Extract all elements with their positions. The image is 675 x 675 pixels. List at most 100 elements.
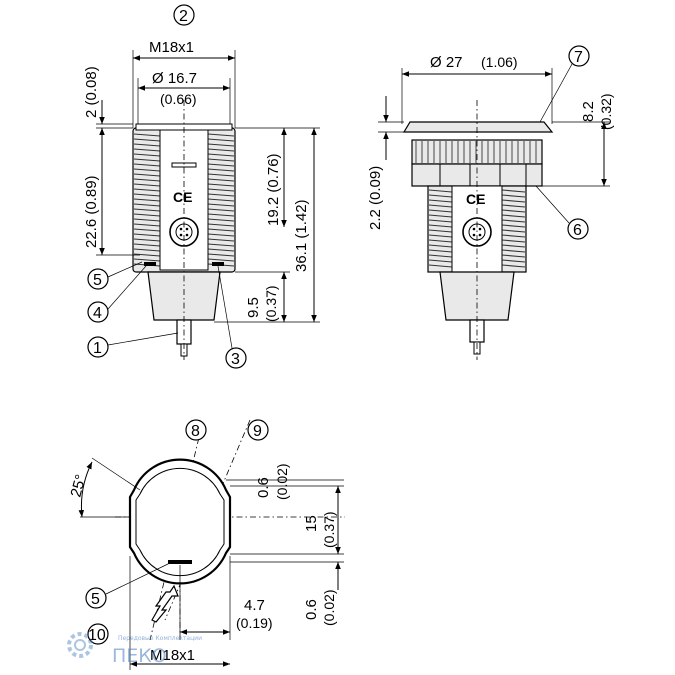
thread-line <box>207 248 235 252</box>
thread-line <box>501 254 526 258</box>
thread-line <box>207 158 235 162</box>
thread-line <box>501 219 526 223</box>
thread-line <box>428 219 453 223</box>
thread-line <box>207 198 235 202</box>
ce-mark-right: CE <box>466 191 485 207</box>
svg-text:9: 9 <box>253 423 262 440</box>
thread-line <box>207 233 235 237</box>
thread-line <box>207 193 235 197</box>
thread-line <box>207 178 235 182</box>
thread-line <box>133 258 161 262</box>
svg-text:4: 4 <box>93 305 102 322</box>
diameter-27-label: Ø 27 <box>430 54 463 71</box>
sensor-cap-view: CE <box>378 68 610 360</box>
thread-line <box>133 218 161 222</box>
thread-line <box>207 213 235 217</box>
thread-line <box>501 209 526 213</box>
thread-line <box>428 254 453 258</box>
dim-8-2-label: 8.2 <box>580 101 597 122</box>
thread-line <box>207 183 235 187</box>
thread-line <box>207 228 235 232</box>
dim-8-2-inch-label: (0.32) <box>598 93 614 130</box>
thread-line <box>133 163 161 167</box>
thread-line <box>207 133 235 137</box>
thread-line <box>501 204 526 208</box>
gear-icon <box>67 632 93 658</box>
thread-line <box>207 188 235 192</box>
thread-line <box>428 239 453 243</box>
thread-line <box>428 249 453 253</box>
thread-line <box>207 253 235 257</box>
thread-line <box>207 203 235 207</box>
svg-text:10: 10 <box>88 627 106 644</box>
dim-36-1-label: 36.1 (1.42) <box>293 199 310 272</box>
dim-4-7-inch-label: (0.19) <box>236 615 273 631</box>
thread-line <box>133 213 161 217</box>
thread-line <box>133 223 161 227</box>
dim-2-2-label: 2.2 (0.09) <box>367 166 384 230</box>
thread-right <box>207 133 235 267</box>
thread-line <box>428 259 453 263</box>
thread-line <box>207 258 235 262</box>
watermark-tagline: Передовые Комплектации <box>118 635 202 642</box>
thread-line <box>207 238 235 242</box>
diameter-16-7-inch-label: (0.66) <box>160 91 197 107</box>
angle-25-label: 25° <box>67 473 89 499</box>
thread-line <box>207 138 235 142</box>
callout-10: 10 <box>87 623 109 645</box>
thread-line <box>428 229 453 233</box>
dim-0-6-bottom-inch-label: (0.02) <box>321 589 337 626</box>
sensor-section-view <box>78 419 345 670</box>
callout-9: 9 <box>247 419 269 441</box>
thread-line <box>133 148 161 152</box>
callout-4: 4 <box>87 265 147 323</box>
thread-line <box>133 248 161 252</box>
thread-line <box>501 214 526 218</box>
dim-15-inch-label: (0.37) <box>321 511 337 548</box>
svg-text:5: 5 <box>93 272 102 289</box>
thread-line <box>501 229 526 233</box>
thread-line <box>133 168 161 172</box>
callout-3: 3 <box>217 265 247 369</box>
thread-line <box>133 253 161 257</box>
svg-text:3: 3 <box>231 351 240 368</box>
dim-0-6-top-inch-label: (0.02) <box>274 463 290 500</box>
thread-line <box>133 153 161 157</box>
thread-line <box>133 183 161 187</box>
dim-22-6-label: 22.6 (0.89) <box>83 175 100 248</box>
thread-line <box>207 143 235 147</box>
dim-0-6-top-label: 0.6 <box>255 477 272 498</box>
thread-line <box>133 158 161 162</box>
thread-line <box>501 194 526 198</box>
svg-text:1: 1 <box>93 340 102 357</box>
thread-line <box>428 224 453 228</box>
thread-line <box>501 224 526 228</box>
thread-line <box>428 234 453 238</box>
thread-line <box>501 239 526 243</box>
dim-0-6-bottom-label: 0.6 <box>303 599 320 620</box>
thread-line <box>207 173 235 177</box>
thread-line <box>428 244 453 248</box>
watermark-logo: ПЕКО <box>112 645 167 667</box>
thread-left <box>133 133 161 267</box>
thread-line <box>133 208 161 212</box>
thread-line <box>207 218 235 222</box>
callout-5-bottom: 5 <box>85 562 171 609</box>
thread-line <box>501 259 526 263</box>
thread-line <box>207 168 235 172</box>
thread-line <box>133 233 161 237</box>
callout-6: 6 <box>535 185 589 240</box>
diameter-16-7-label: Ø 16.7 <box>152 70 197 87</box>
thread-line <box>207 153 235 157</box>
svg-text:6: 6 <box>573 222 582 239</box>
dim-19-2-label: 19.2 (0.76) <box>265 153 282 226</box>
sensor-side-view: CE <box>96 50 320 360</box>
thread-line <box>501 249 526 253</box>
dim-2-label: 2 (0.08) <box>83 66 100 118</box>
thread-line <box>133 193 161 197</box>
thread-line <box>501 264 526 268</box>
callout-8: 8 <box>185 419 207 441</box>
thread-line <box>133 173 161 177</box>
thread-label-top: M18x1 <box>149 39 194 56</box>
thread-line <box>133 238 161 242</box>
